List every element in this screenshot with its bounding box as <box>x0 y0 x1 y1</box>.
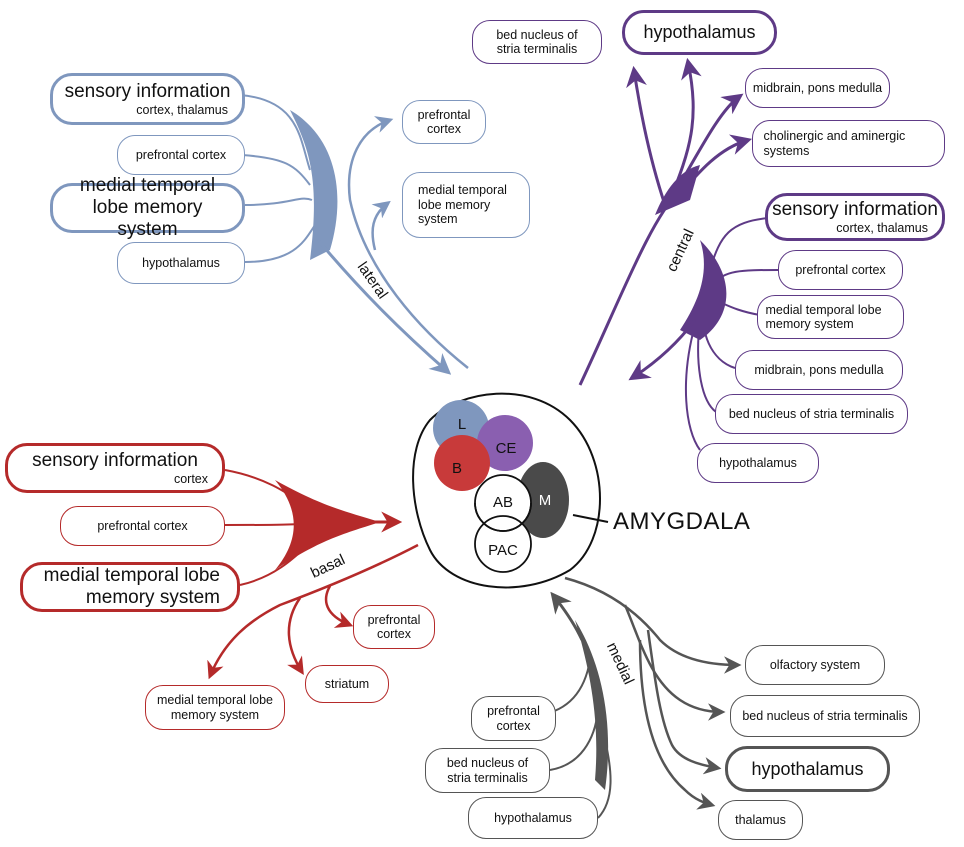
central-input-prefrontal-label: prefrontal cortex <box>795 262 886 277</box>
lateral-output-prefrontal: prefrontal cortex <box>402 100 486 144</box>
medial-output-olfactory: olfactory system <box>745 645 885 685</box>
central-input-midbrain: midbrain, pons medulla <box>735 350 903 390</box>
basal-input-mtl-label: medial temporal lobe memory system <box>43 565 220 608</box>
lateral-output-mtl: medial temporal lobe memory system <box>402 172 530 238</box>
central-output-midbrain: midbrain, pons medulla <box>745 68 890 108</box>
lateral-input-prefrontal: prefrontal cortex <box>117 135 245 175</box>
central-output-hypothalamus: hypothalamus <box>622 10 777 55</box>
nucleus-medial <box>517 462 569 538</box>
lateral-input-pathways <box>239 94 452 375</box>
lateral-input-sensory-sub: cortex, thalamus <box>136 102 228 117</box>
amygdala-structure <box>412 392 609 589</box>
medial-input-bnst-label: bed nucleus of stria terminalis <box>446 756 529 785</box>
central-input-sensory-sub: cortex, thalamus <box>836 220 928 235</box>
central-input-mtl-label: medial temporal lobe memory system <box>765 302 882 331</box>
medial-output-thalamus: thalamus <box>718 800 803 840</box>
basal-output-striatum: striatum <box>305 665 389 703</box>
nucleus-basal <box>434 435 490 491</box>
central-output-bnst: bed nucleus of stria terminalis <box>472 20 602 64</box>
basal-output-mtl: medial temporal lobe memory system <box>145 685 285 730</box>
nucleus-label-ab: AB <box>492 493 513 511</box>
basal-input-pathways <box>224 469 403 586</box>
basal-output-mtl-label: medial temporal lobe memory system <box>156 693 274 722</box>
medial-input-prefrontal-label: prefrontal cortex <box>487 704 540 733</box>
basal-input-sensory-main: sensory information <box>32 449 198 471</box>
medial-output-pathways <box>564 576 742 810</box>
central-output-cholinergic-label: cholinergic and aminergic systems <box>763 129 906 158</box>
central-input-sensory-main: sensory information <box>772 198 938 220</box>
lateral-input-sensory: sensory information cortex, thalamus <box>50 73 245 125</box>
central-input-prefrontal: prefrontal cortex <box>778 250 903 290</box>
central-input-sensory: sensory information cortex, thalamus <box>765 193 945 241</box>
nucleus-label-m: M <box>538 491 552 509</box>
nucleus-label-pac: PAC <box>488 541 518 559</box>
basal-output-striatum-label: striatum <box>324 676 370 691</box>
medial-input-hypothalamus: hypothalamus <box>468 797 598 839</box>
central-input-hypothalamus-label: hypothalamus <box>719 455 797 470</box>
lateral-input-hypothalamus-label: hypothalamus <box>142 255 220 270</box>
lateral-output-pathways <box>347 116 469 369</box>
medial-output-thalamus-label: thalamus <box>735 812 786 827</box>
nucleus-label-l: L <box>457 415 467 433</box>
basal-input-prefrontal: prefrontal cortex <box>60 506 225 546</box>
lateral-input-prefrontal-label: prefrontal cortex <box>135 147 227 162</box>
nucleus-central <box>477 415 533 471</box>
lateral-input-mtl: medial temporal lobe memory system <box>50 175 245 240</box>
medial-output-olfactory-label: olfactory system <box>769 657 861 672</box>
nucleus-label-b: B <box>451 459 462 477</box>
basal-input-mtl: medial temporal lobe memory system <box>20 562 240 612</box>
lateral-output-prefrontal-label: prefrontal cortex <box>417 107 471 136</box>
amygdala-label: AMYGDALA <box>613 508 751 535</box>
nucleus-label-ce: CE <box>495 439 517 457</box>
amygdala-label-line <box>572 514 609 523</box>
basal-output-pathways <box>207 543 419 680</box>
basal-input-prefrontal-label: prefrontal cortex <box>97 518 188 533</box>
basal-output-prefrontal-label: prefrontal cortex <box>367 612 421 641</box>
medial-output-bnst-label: bed nucleus of stria terminalis <box>742 708 908 723</box>
central-input-bnst-label: bed nucleus of stria terminalis <box>728 406 895 421</box>
medial-output-hypothalamus-label: hypothalamus <box>751 758 864 779</box>
central-input-mtl: medial temporal lobe memory system <box>757 295 904 339</box>
central-input-midbrain-label: midbrain, pons medulla <box>754 362 884 377</box>
medial-input-hypothalamus-label: hypothalamus <box>494 810 572 825</box>
central-output-hypothalamus-label: hypothalamus <box>643 22 756 43</box>
central-input-hypothalamus: hypothalamus <box>697 443 819 483</box>
medial-output-bnst: bed nucleus of stria terminalis <box>730 695 920 737</box>
basal-input-sensory-sub: cortex <box>173 471 208 486</box>
central-input-bnst: bed nucleus of stria terminalis <box>715 394 908 434</box>
lateral-input-sensory-main: sensory information <box>64 80 231 102</box>
medial-input-bnst: bed nucleus of stria terminalis <box>425 748 550 793</box>
medial-input-prefrontal: prefrontal cortex <box>471 696 556 741</box>
nucleus-pac <box>474 515 532 573</box>
medial-output-hypothalamus: hypothalamus <box>725 746 890 792</box>
lateral-input-hypothalamus: hypothalamus <box>117 242 245 284</box>
central-input-pathways <box>628 217 779 451</box>
central-output-pathways <box>578 57 753 386</box>
lateral-output-mtl-label: medial temporal lobe memory system <box>418 183 507 227</box>
central-output-bnst-label: bed nucleus of stria terminalis <box>496 27 578 56</box>
basal-output-prefrontal: prefrontal cortex <box>353 605 435 649</box>
lateral-input-mtl-label: medial temporal lobe memory system <box>79 175 216 240</box>
basal-input-sensory: sensory information cortex <box>5 443 225 493</box>
central-output-midbrain-label: midbrain, pons medulla <box>752 80 883 95</box>
central-output-cholinergic: cholinergic and aminergic systems <box>752 120 945 167</box>
